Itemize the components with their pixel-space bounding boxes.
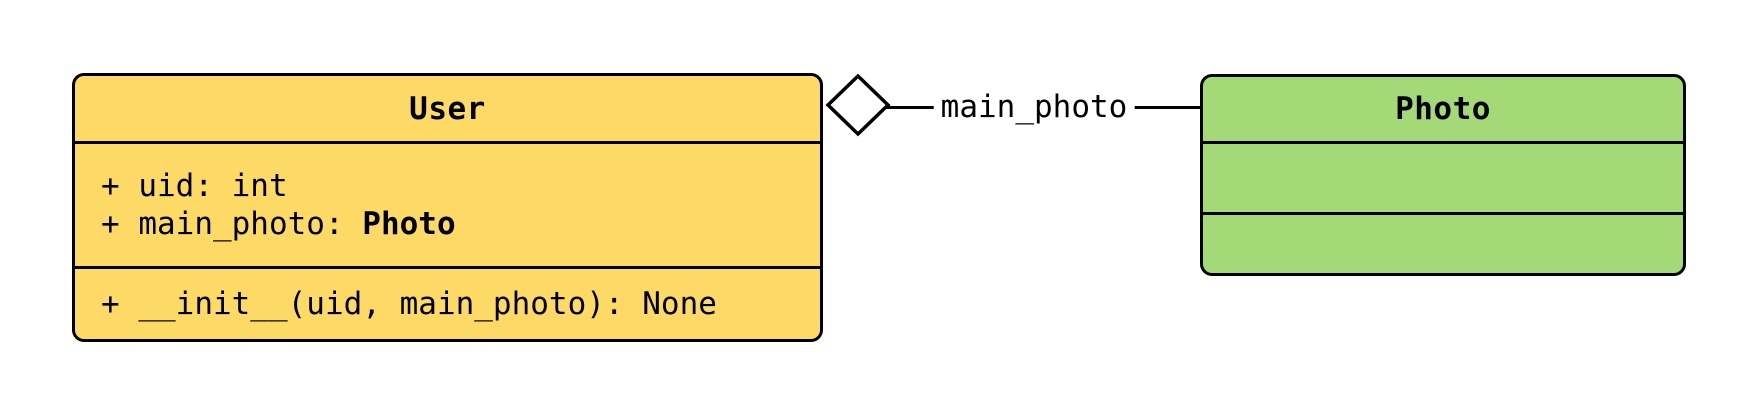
photo-methods-compartment [1203,212,1683,273]
attribute-main-photo-type: Photo [362,206,456,242]
attribute-main-photo-prefix: + main_photo: [101,206,363,242]
photo-attributes-compartment [1203,141,1683,212]
aggregation-diamond-icon [824,72,892,140]
relationship-label: main_photo [933,89,1135,125]
user-attributes-compartment: + uid: int + main_photo: Photo [75,141,820,266]
attribute-uid: + uid: int [101,168,288,204]
user-methods-compartment: + __init__(uid, main_photo): None [75,266,820,339]
user-class-title: User [409,90,486,127]
user-class-box: User + uid: int + main_photo: Photo + __… [72,73,823,342]
attribute-main-photo: + main_photo: Photo [101,205,820,243]
photo-class-title: Photo [1395,91,1491,127]
method-init: + __init__(uid, main_photo): None [101,286,717,322]
photo-class-box: Photo [1200,74,1686,276]
